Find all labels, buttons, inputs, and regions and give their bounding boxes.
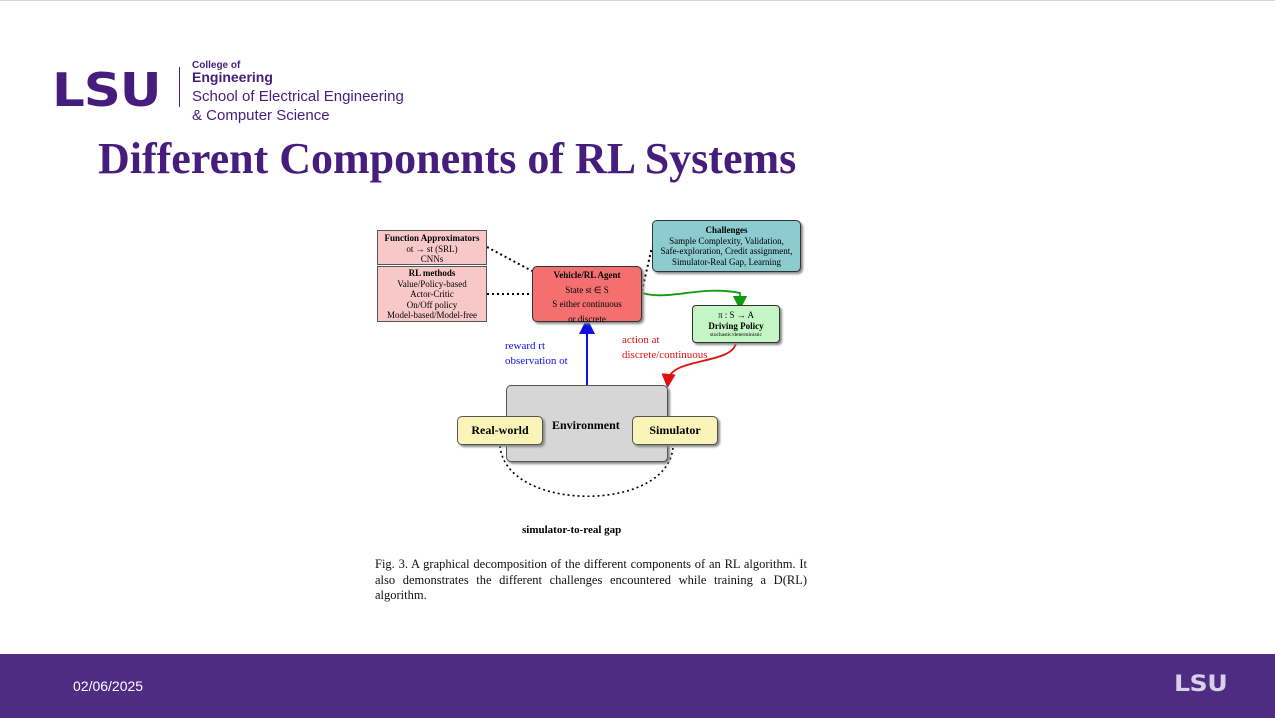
driving-policy-type: stochastic/deterministic [710,332,762,338]
action-label: action at [622,334,660,346]
agent-title: Vehicle/RL Agent [553,270,621,280]
college-prefix: College of [192,60,241,71]
sim-to-real-gap-loop [499,445,674,498]
rl-diagram: Function Approximators ot → st (SRL) CNN… [370,213,820,543]
rl-method-item: Value/Policy-based [397,278,467,289]
logo-divider [179,67,180,107]
school-name-line2: & Computer Science [192,107,330,124]
rl-method-item: Actor-Critic [410,289,454,299]
function-approximators-srl: ot → st (SRL) [406,243,458,254]
action-space-label: discrete/continuous [622,349,708,361]
agent-state-space-2: or discrete [568,313,606,324]
college-name: Engineering [192,69,273,85]
challenges-title: Challenges [705,225,748,235]
rl-methods-title: RL methods [408,268,456,278]
agent-to-policy-arrow [641,289,748,311]
diagram-connectors [486,246,748,498]
reward-label: reward rt [505,340,546,352]
lsu-logo: LSU [52,63,162,117]
driving-policy-box: π : S → A Driving Policy stochastic/dete… [692,305,780,343]
figure-caption: Fig. 3. A graphical decomposition of the… [375,557,807,602]
reward-observation-label: reward rt observation ot [505,339,568,369]
function-approximators-cnns: CNNs [420,254,444,264]
real-world-box: Real-world [457,416,543,445]
observation-label: observation ot [505,355,568,367]
challenge-item: Simulator-Real Gap, Learning [671,256,782,267]
school-name-line1: School of Electrical Engineering [192,88,404,105]
function-approximators-box: Function Approximators ot → st (SRL) CNN… [377,230,487,265]
simulator-box: Simulator [632,416,718,445]
rl-method-item: On/Off policy [406,299,458,310]
action-label-group: action at discrete/continuous [622,333,708,363]
footer-date: 02/06/2025 [73,678,144,694]
driving-policy-mapping: π : S → A [717,310,755,320]
agent-to-challenges-connector [641,246,653,292]
policy-to-environment-arrow [661,342,737,389]
driving-policy-title: Driving Policy [708,320,764,331]
footer-lsu-logo: LSU [1174,672,1228,697]
rl-methods-box: RL methods Value/Policy-based Actor-Crit… [377,266,487,322]
challenge-item: Sample Complexity, Validation, [669,235,784,246]
fa-to-agent-connector [486,246,533,272]
agent-state: State st ∈ S [565,284,609,295]
rl-method-item: Model-based/Model-free [387,310,477,320]
challenges-box: Challenges Sample Complexity, Validation… [652,220,801,272]
environment-label: Environment [552,418,620,432]
challenge-item: Safe-exploration, Credit assignment, [660,246,793,256]
agent-state-space: S either continuous [552,299,622,309]
agent-box: Vehicle/RL Agent State st ∈ S S either c… [532,266,642,324]
slide-title: Different Components of RL Systems [98,134,797,183]
gap-label: simulator-to-real gap [522,524,622,536]
function-approximators-title: Function Approximators [384,233,480,243]
footer-bar: 02/06/2025 LSU [0,654,1275,718]
